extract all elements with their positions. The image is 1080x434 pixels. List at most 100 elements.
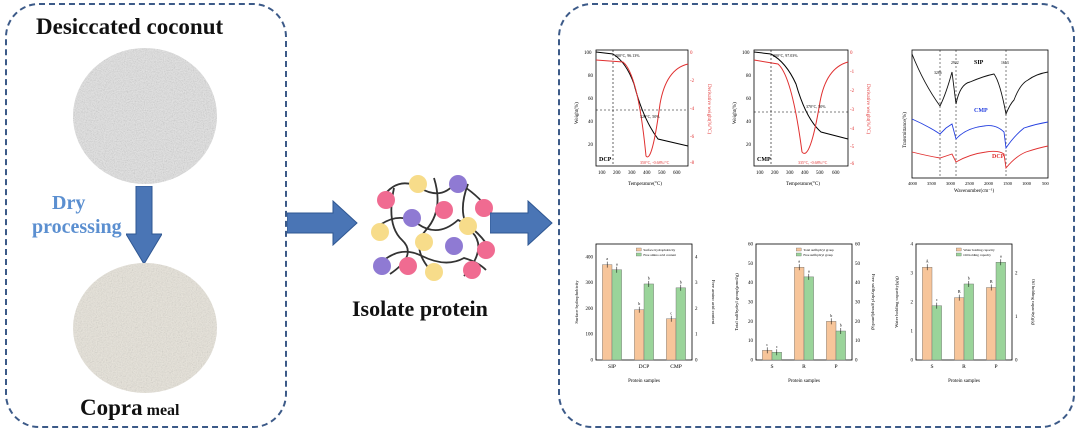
tga-dcp-xtick: 300 — [628, 171, 636, 176]
x-axis-label: Protein samples — [628, 379, 660, 384]
legend-label: Water holding capacity — [963, 248, 995, 252]
legend-swatch — [796, 252, 802, 257]
x-tick-label: S — [930, 364, 933, 370]
y-right-tick-label: 2 — [695, 307, 698, 312]
ftir-xtick: 1000 — [1022, 181, 1032, 186]
right-panel — [558, 3, 1075, 428]
legend-label: Free sulfhydryl group — [803, 253, 833, 257]
y-tick-label: 2 — [911, 301, 914, 306]
desiccated-coconut-image — [73, 48, 217, 184]
tga-cmp-chart: 100 80 60 40 20 100 200 300 400 500 600 … — [733, 49, 870, 187]
legend-swatch — [956, 252, 962, 257]
x-tick-label: DCP — [639, 364, 650, 370]
tga-dcp-annotation-3: 350°C, -0.68%/°C — [640, 160, 670, 166]
tga-dcp-annotation-2: 320°C, 50% — [640, 114, 660, 120]
copra-meal-label: Copra meal — [80, 395, 180, 421]
significance-letter: A — [926, 259, 929, 264]
legend-label: Total sulfhydryl group — [803, 248, 834, 252]
ftir-ylabel: Transmittance(%) — [903, 112, 908, 148]
bar — [666, 318, 677, 361]
tga-cmp-ytick: 100 — [742, 51, 750, 56]
tga-cmp-xtick: 500 — [816, 171, 824, 176]
legend-swatch — [636, 247, 642, 252]
y-tick-label: 4 — [911, 243, 914, 248]
y-tick-label: 20 — [748, 320, 754, 325]
ftir-peak-label: 2922 — [951, 61, 959, 65]
y-right-axis-label: Free amino acid content — [711, 280, 716, 325]
tga-cmp-yrtick: -4 — [850, 127, 855, 132]
y-tick-label: 0 — [911, 359, 914, 364]
tga-cmp-yrtick: 0 — [850, 51, 853, 56]
copra-meal-image — [73, 263, 217, 393]
tga-cmp-sample-tag: CMP — [757, 157, 771, 163]
tga-cmp-yrtick: -3 — [850, 108, 855, 113]
tga-dcp-ytick: 80 — [588, 74, 594, 79]
bar — [602, 264, 613, 361]
ftir-xtick: 2500 — [965, 181, 975, 186]
isolate-protein-label: Isolate protein — [352, 296, 488, 321]
tga-dcp-yrtick: -2 — [690, 79, 695, 84]
significance-letter: b — [968, 275, 970, 280]
significance-letter: a — [606, 256, 608, 261]
significance-letter: a — [808, 268, 810, 273]
y-tick-label: 0 — [751, 359, 754, 364]
tga-cmp-annotation-2: 370°C, 50% — [806, 104, 826, 110]
significance-letter: B — [958, 289, 961, 294]
y-axis-label: Water holding capacity(g/g) — [894, 276, 899, 328]
bar — [995, 262, 1006, 361]
tga-cmp-xtick: 600 — [832, 171, 840, 176]
tga-dcp-ytick: 40 — [588, 120, 594, 125]
bar — [803, 276, 814, 361]
meal-word: meal — [146, 402, 180, 419]
y-right-tick-label: 40 — [855, 281, 861, 286]
y-right-tick-label: 50 — [855, 262, 861, 267]
right-arrow-icon-2 — [490, 200, 553, 246]
bar — [794, 267, 805, 361]
tga-dcp-ytick: 60 — [588, 97, 594, 102]
tga-cmp-yrtick: -5 — [850, 145, 855, 150]
significance-letter: c — [776, 344, 778, 349]
ftir-series-sip: SIP — [974, 60, 984, 66]
ftir-xtick: 1500 — [1003, 181, 1013, 186]
y-right-tick-label: 10 — [855, 339, 861, 344]
y-right-tick-label: 0 — [695, 359, 698, 364]
bar — [963, 283, 974, 361]
bar — [634, 309, 645, 361]
y-right-tick-label: 60 — [855, 243, 861, 248]
significance-letter: B — [990, 279, 993, 284]
tga-dcp-xtick: 200 — [613, 171, 621, 176]
y-tick-label: 40 — [748, 281, 754, 286]
x-tick-label: P — [834, 364, 837, 370]
process-label-line2: processing — [32, 216, 122, 238]
legend-swatch — [636, 252, 642, 257]
tga-cmp-yrtick: -6 — [850, 162, 855, 167]
process-label-line1: Dry — [52, 192, 86, 214]
x-axis-label: Protein samples — [948, 379, 980, 384]
y-tick-label: 1 — [911, 330, 914, 335]
significance-letter: b — [648, 275, 650, 280]
significance-letter: b — [638, 301, 640, 306]
legend-label: Surface hydrophobicity — [643, 248, 675, 252]
significance-letter: c — [766, 342, 768, 347]
significance-letter: c — [936, 297, 938, 302]
tga-dcp-ytick: 100 — [584, 51, 592, 56]
y-right-tick-label: 2 — [1015, 272, 1018, 277]
tga-cmp-xlabel: Temperature(°C) — [786, 182, 820, 187]
tga-dcp-xlabel: Temperature(°C) — [628, 182, 662, 187]
ftir-peak-label: 3286 — [934, 71, 942, 75]
bar — [675, 287, 686, 361]
y-right-axis-label: Oil holding capacity(g/g) — [1031, 279, 1036, 326]
y-tick-label: 200 — [586, 307, 594, 312]
x-tick-label: SIP — [608, 364, 616, 370]
y-axis-label: Surface hydrophobicity — [574, 280, 579, 324]
legend-label: Oil holding capacity — [963, 253, 991, 257]
tga-dcp-annotation-1: 200°C, 96.13% — [615, 53, 640, 59]
desiccated-coconut-label: Desiccated coconut — [36, 14, 224, 39]
bar — [835, 330, 846, 361]
tga-dcp-yrtick: -8 — [690, 161, 695, 166]
tga-cmp-xtick: 300 — [786, 171, 794, 176]
tga-dcp-yrtick: -6 — [690, 135, 695, 140]
y-tick-label: 300 — [586, 281, 594, 286]
